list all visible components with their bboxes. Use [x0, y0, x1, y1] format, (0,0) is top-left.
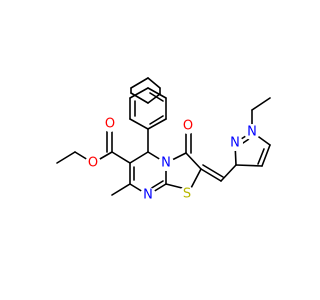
bond — [257, 148, 265, 165]
bond — [251, 97, 271, 111]
atom-label-n-pyrazole-2: N — [230, 136, 240, 151]
bond — [149, 92, 164, 102]
bond — [129, 118, 149, 130]
bond — [130, 77, 149, 89]
bond — [111, 151, 131, 164]
bond — [147, 118, 167, 130]
bond — [200, 168, 222, 182]
bond — [147, 77, 161, 89]
bond — [235, 164, 263, 167]
atom-o-carbonyl: O — [102, 116, 118, 132]
bond — [149, 115, 164, 125]
bond — [189, 168, 202, 191]
molecule-structure-diagram: O O O N N S N N — [56, 77, 271, 203]
atom-o-ketone: O — [180, 118, 196, 134]
atom-n-fused: N — [158, 155, 174, 171]
atom-label-n-fused: N — [161, 156, 171, 171]
bond — [220, 164, 237, 182]
atom-o-ether: O — [85, 155, 101, 171]
atom-label-o-ketone: O — [183, 119, 193, 134]
bond — [261, 144, 271, 167]
atom-n-pyrazole-1: N — [244, 124, 260, 140]
atom-label-n-pyrazole-1: N — [247, 125, 257, 140]
atom-s-thiazole: S — [179, 186, 195, 202]
bond — [147, 93, 161, 104]
bond — [111, 183, 131, 196]
bond — [56, 151, 76, 164]
atom-label-layer: O O O N N S N N — [85, 116, 260, 203]
atom-n-pyrazole-2: N — [227, 135, 243, 151]
atom-label-s-thiazole: S — [183, 187, 191, 202]
bond — [202, 164, 224, 178]
bond — [185, 152, 202, 170]
bond — [129, 87, 149, 99]
atom-label-n-pyrimidine: N — [143, 188, 153, 203]
atom-label-o-carbonyl: O — [105, 117, 115, 132]
bond — [149, 180, 164, 190]
atom-label-o-ether: O — [88, 156, 98, 171]
bond — [129, 151, 149, 164]
bond — [130, 92, 149, 104]
atom-n-pyrimidine: N — [140, 187, 156, 203]
bond — [147, 87, 167, 99]
